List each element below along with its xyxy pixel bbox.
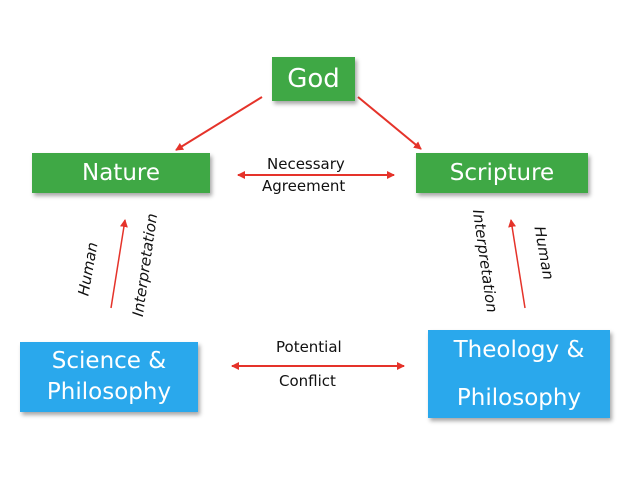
label-conflict: Conflict: [279, 372, 336, 390]
label-necessary: Necessary: [267, 155, 345, 173]
node-nature-label: Nature: [82, 160, 160, 186]
node-nature: Nature: [32, 153, 210, 193]
label-potential: Potential: [276, 338, 342, 356]
node-god: God: [272, 57, 355, 101]
node-theology-philosophy: Theology & Philosophy: [428, 330, 610, 418]
arrow-god-to-scripture: [357, 96, 422, 150]
node-scripture: Scripture: [416, 153, 588, 193]
node-scripture-label: Scripture: [449, 160, 555, 186]
arrow-god-to-nature: [175, 96, 263, 151]
node-science-philosophy: Science & Philosophy: [20, 342, 198, 412]
arrow-right-interpretation: [508, 219, 526, 309]
node-theology-line1: Theology &: [453, 337, 585, 363]
node-theology-line2: Philosophy: [456, 385, 582, 411]
arrow-left-interpretation: [110, 219, 128, 309]
node-god-label: God: [287, 64, 340, 94]
node-science-line2: Philosophy: [46, 379, 172, 405]
label-agreement: Agreement: [262, 177, 346, 195]
node-science-line1: Science &: [51, 348, 167, 374]
